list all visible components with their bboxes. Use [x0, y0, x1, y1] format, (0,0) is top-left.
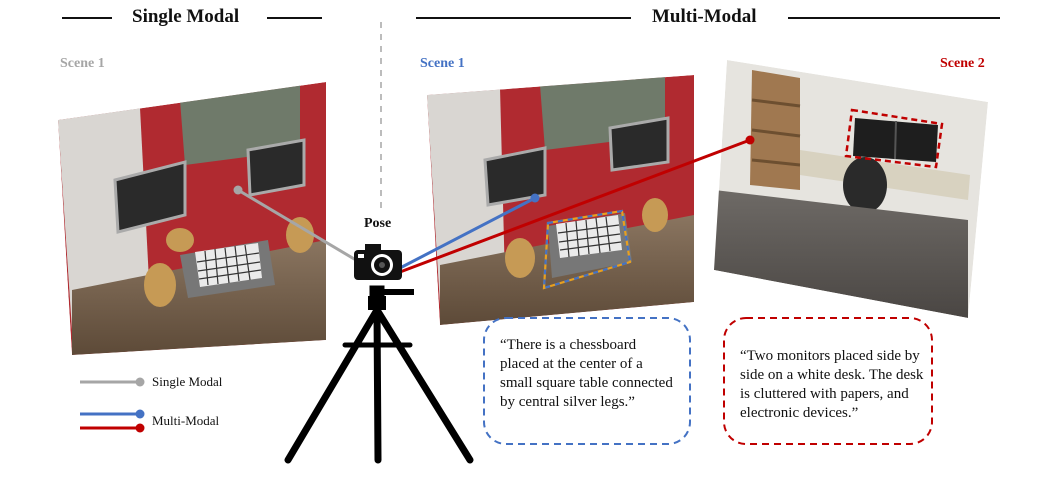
header-rule-left-a	[62, 17, 112, 19]
single-modal-link-dot	[233, 185, 243, 195]
pose-label: Pose	[364, 216, 392, 231]
legend-single-modal-dot	[135, 377, 145, 387]
multi-scene1-label: Scene 1	[420, 56, 465, 71]
camera-icon	[354, 244, 402, 280]
scene1-caption-text: “There is a chessboard placed at the cen…	[500, 337, 673, 410]
multi-scene2-label: Scene 2	[940, 56, 985, 71]
multi-modal-blue-link-dot	[530, 193, 540, 203]
scene2-caption-box	[723, 317, 933, 445]
single-modal-link-line	[237, 188, 367, 268]
multi-scene1-photo	[427, 75, 694, 325]
monitors-highlight-box	[844, 108, 944, 169]
multi-modal-blue-link-line	[399, 196, 536, 270]
legend-multi-modal-red-dot	[135, 423, 145, 433]
multi-modal-red-link-dot	[745, 135, 755, 145]
single-scene1-photo	[58, 82, 326, 355]
single-modal-title: Single Modal	[132, 6, 240, 27]
tripod-icon	[284, 285, 474, 464]
header-rule-right-a	[416, 17, 631, 19]
single-scene1-label: Scene 1	[60, 56, 105, 71]
multi-modal-red-link-line	[399, 138, 751, 274]
legend-single-modal-label: Single Modal	[152, 374, 223, 389]
multi-scene2-photo	[714, 60, 988, 318]
chessboard-highlight-box	[542, 209, 632, 290]
header-rule-right-b	[788, 17, 1000, 19]
header-rule-left-b	[267, 17, 322, 19]
scene2-caption-text: “Two monitors placed side by side on a w…	[740, 348, 924, 421]
legend-multi-modal-label: Multi-Modal	[152, 413, 220, 428]
multi-modal-title: Multi-Modal	[652, 6, 757, 27]
legend-multi-modal-blue-dot	[135, 409, 145, 419]
